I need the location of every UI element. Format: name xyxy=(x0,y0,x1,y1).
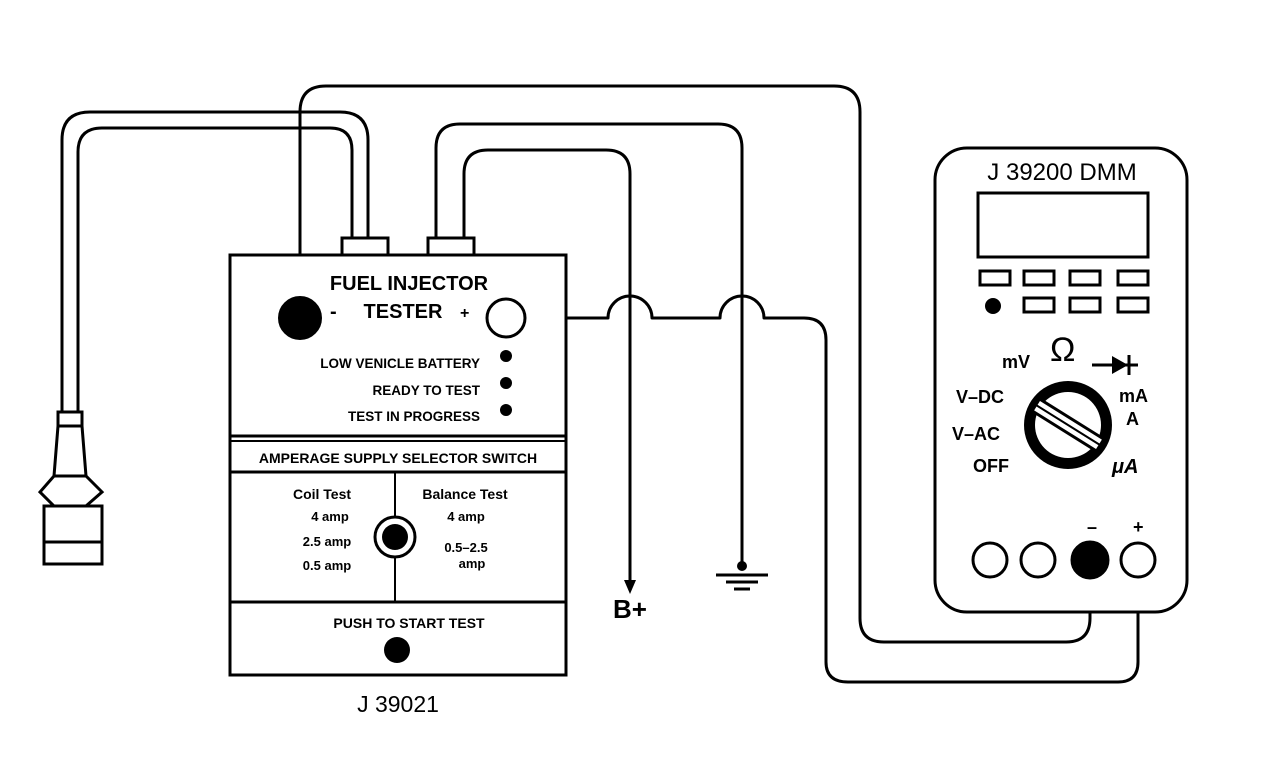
tester-title-line2: TESTER xyxy=(364,301,443,323)
dial-label-off: OFF xyxy=(973,456,1009,476)
dial-label-ua: μA xyxy=(1111,456,1139,478)
tester-harness-connector xyxy=(340,236,390,258)
dmm-button[interactable] xyxy=(1116,269,1150,287)
indicator-label-low-battery: LOW VENICLE BATTERY xyxy=(320,356,480,371)
dial-label-vdc: V–DC xyxy=(956,387,1004,407)
dmm-jack-2[interactable] xyxy=(1019,541,1057,579)
jack-minus-label: – xyxy=(1087,517,1097,537)
dmm-jack-1[interactable] xyxy=(971,541,1009,579)
coil-option-2-5amp: 2.5 amp xyxy=(303,534,351,549)
dmm-body xyxy=(933,146,1189,614)
dmm-title: J 39200 DMM xyxy=(987,159,1136,186)
dmm-button[interactable] xyxy=(1068,296,1102,314)
indicator-light-ready xyxy=(500,377,512,389)
dmm-display xyxy=(976,191,1150,259)
injector-connector-icon xyxy=(37,410,105,566)
indicator-label-ready: READY TO TEST xyxy=(372,383,480,398)
balance-option-range-unit: amp xyxy=(459,556,486,571)
dmm-rotary-dial[interactable] xyxy=(1024,381,1112,469)
tester-plus-terminal[interactable] xyxy=(485,297,527,339)
dmm-button[interactable] xyxy=(1022,269,1056,287)
tester-title-line1: FUEL INJECTOR xyxy=(330,273,489,295)
dial-label-a: A xyxy=(1126,409,1139,429)
tester-model-label: J 39021 xyxy=(357,691,439,717)
digital-multimeter: J 39200 DMM mV Ω V–DC V–AC OFF mA A μA xyxy=(933,146,1189,614)
ground-symbol-icon xyxy=(716,561,768,591)
balance-option-4amp: 4 amp xyxy=(447,509,485,524)
tester-power-connector xyxy=(426,236,476,258)
tester-plus-sign: + xyxy=(460,305,469,322)
injector-harness-cable-inner xyxy=(76,126,354,420)
coil-test-title: Coil Test xyxy=(293,486,351,502)
injector-harness-cable-outer xyxy=(60,110,370,420)
dmm-button[interactable] xyxy=(1068,269,1102,287)
coil-option-0-5amp: 0.5 amp xyxy=(303,558,351,573)
fuel-injector-tester: FUEL INJECTOR TESTER - + LOW VENICLE BAT… xyxy=(228,236,568,677)
amperage-selector-knob[interactable] xyxy=(373,515,417,559)
dmm-button[interactable] xyxy=(1022,296,1056,314)
indicator-light-in-progress xyxy=(500,404,512,416)
dial-label-ohm: Ω xyxy=(1050,331,1075,369)
dmm-jack-negative[interactable] xyxy=(1070,540,1110,580)
jack-plus-label: + xyxy=(1133,517,1144,537)
dial-label-vac: V–AC xyxy=(952,424,1000,444)
dmm-power-button[interactable] xyxy=(985,298,1001,314)
indicator-light-low-battery xyxy=(500,350,512,362)
dmm-button[interactable] xyxy=(978,269,1012,287)
dmm-button[interactable] xyxy=(1116,296,1150,314)
balance-option-range: 0.5–2.5 xyxy=(444,540,487,555)
tester-minus-sign: - xyxy=(330,301,337,323)
battery-cable-wire xyxy=(462,148,632,584)
push-to-start-button[interactable] xyxy=(384,637,410,663)
battery-arrow-icon xyxy=(624,580,636,594)
balance-test-title: Balance Test xyxy=(422,486,508,502)
minus-lead-wire xyxy=(298,84,1092,644)
dial-label-ma: mA xyxy=(1119,386,1148,406)
dial-label-mv: mV xyxy=(1002,352,1030,372)
wires xyxy=(60,84,1140,684)
diode-icon xyxy=(1092,355,1138,375)
battery-label: B+ xyxy=(613,594,647,624)
selector-switch-header: AMPERAGE SUPPLY SELECTOR SWITCH xyxy=(259,450,537,466)
dmm-jack-positive[interactable] xyxy=(1119,541,1157,579)
tester-minus-terminal[interactable] xyxy=(278,296,322,340)
ground-cable-wire xyxy=(434,122,744,570)
push-to-start-label: PUSH TO START TEST xyxy=(333,615,485,631)
coil-option-4amp: 4 amp xyxy=(311,509,349,524)
plus-lead-wire xyxy=(520,294,1140,684)
indicator-label-in-progress: TEST IN PROGRESS xyxy=(348,409,480,424)
